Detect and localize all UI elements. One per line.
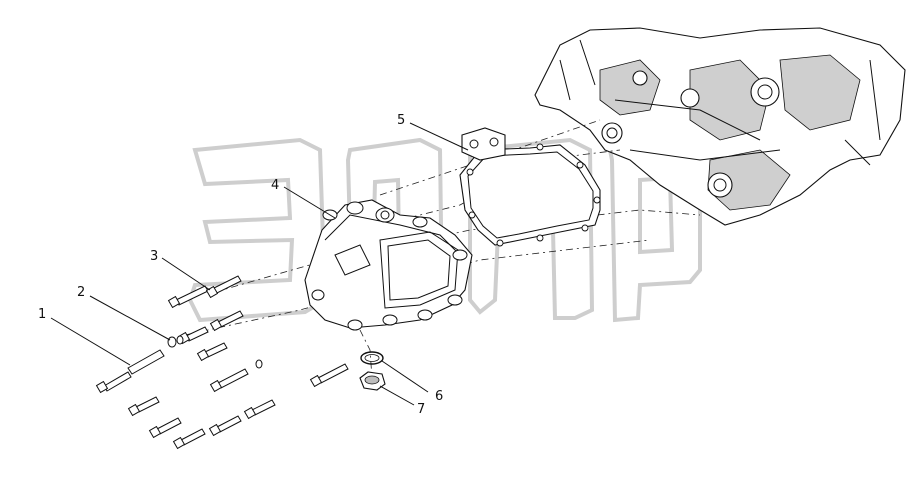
bolt-set bbox=[95, 275, 349, 450]
long-bolt bbox=[95, 349, 165, 394]
callout-2: 2 bbox=[77, 285, 85, 300]
oil-cooler-housing bbox=[304, 199, 473, 331]
o-ring bbox=[360, 351, 384, 365]
callout-3: 3 bbox=[150, 249, 158, 264]
leader-lines bbox=[50, 122, 469, 406]
callout-4: 4 bbox=[271, 178, 279, 193]
callout-6: 6 bbox=[435, 389, 443, 404]
drain-plug bbox=[359, 371, 386, 391]
callout-7: 7 bbox=[417, 402, 425, 417]
callout-1: 1 bbox=[38, 307, 46, 322]
callouts: 1 2 3 4 5 6 7 bbox=[38, 113, 443, 417]
gasket bbox=[459, 127, 601, 247]
engine-block bbox=[534, 27, 906, 226]
callout-5: 5 bbox=[397, 113, 405, 128]
